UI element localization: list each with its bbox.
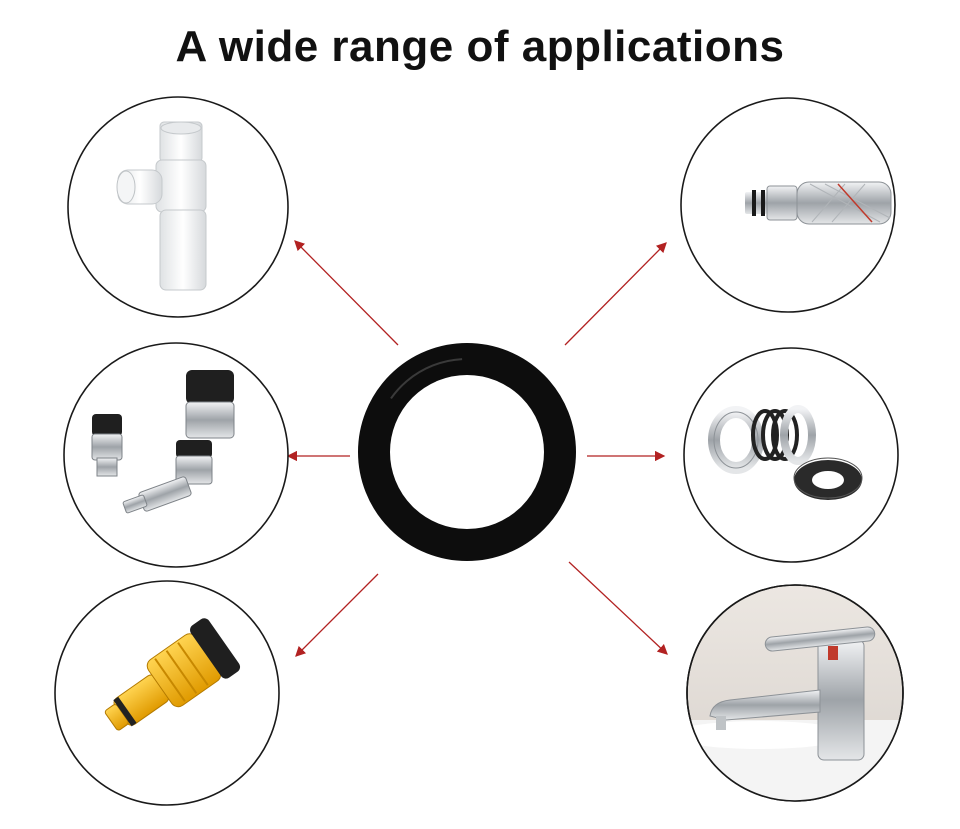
garden-hose-adapter-icon: [54, 580, 280, 806]
braided-hose-connector-icon: [680, 97, 896, 313]
mechanical-seal-icon: [683, 347, 899, 563]
pvc-drain-trap-icon: [67, 96, 289, 318]
arrows: [286, 240, 668, 657]
faucet-tap-icon: [686, 584, 904, 802]
arrow-top-right: [564, 242, 667, 346]
arrow-bottom-right: [568, 561, 668, 655]
pneumatic-push-fittings-icon: [63, 342, 289, 568]
arrow-bottom-left: [295, 573, 379, 657]
arrow-top-left: [294, 240, 399, 346]
o-ring-icon: [358, 343, 576, 561]
page-title: A wide range of applications: [175, 22, 785, 71]
